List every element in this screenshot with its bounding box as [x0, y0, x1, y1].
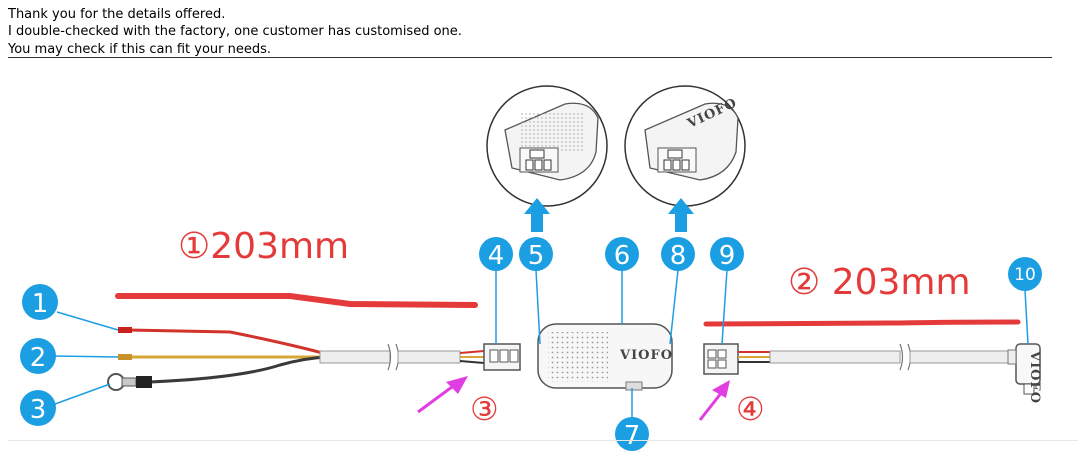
measure-line-right — [703, 319, 1021, 327]
bottom-divider — [8, 440, 1078, 441]
svg-text:6: 6 — [614, 241, 631, 271]
svg-text:4: 4 — [488, 241, 505, 271]
arrow-up-right-icon — [668, 198, 694, 232]
badge-9: 9 — [710, 237, 744, 271]
module-brand: VIOFO — [619, 348, 673, 363]
pointer-label-right: ④ — [736, 390, 765, 428]
measure-line-left — [115, 293, 478, 308]
badge-8: 8 — [661, 237, 695, 271]
pointer-arrow-left-icon — [417, 376, 468, 414]
svg-text:8: 8 — [670, 241, 687, 271]
length-left-label: ①203mm — [178, 226, 349, 267]
message-line-2: I double-checked with the factory, one c… — [8, 24, 462, 39]
svg-text:3: 3 — [30, 395, 47, 425]
svg-text:5: 5 — [528, 241, 545, 271]
power-wires — [118, 327, 331, 384]
svg-text:7: 7 — [624, 421, 641, 451]
svg-text:1: 1 — [32, 289, 49, 319]
length-right-label: ② 203mm — [788, 262, 971, 303]
cable-left — [319, 343, 485, 371]
leader-lines — [54, 269, 1029, 418]
pointer-arrow-right-icon — [698, 380, 730, 421]
badge-4: 4 — [479, 237, 513, 271]
cable-right — [769, 343, 1017, 371]
svg-text:10: 10 — [1014, 265, 1036, 285]
arrow-up-left-icon — [524, 198, 550, 232]
plug-brand: VIOFO — [1027, 350, 1042, 404]
svg-text:2: 2 — [30, 343, 47, 373]
connector-left — [483, 343, 521, 371]
message-line-3: You may check if this can fit your needs… — [8, 42, 272, 57]
message-line-1: Thank you for the details offered. — [8, 7, 226, 22]
pointer-label-left: ③ — [470, 390, 499, 428]
svg-text:9: 9 — [719, 241, 736, 271]
badge-6: 6 — [605, 237, 639, 271]
separator-line — [8, 57, 1052, 58]
badge-1: 1 — [22, 284, 58, 320]
badge-2: 2 — [20, 338, 56, 374]
ring-terminal — [107, 373, 152, 391]
zoom-callout-left — [486, 85, 608, 207]
hardwire-module — [537, 323, 673, 391]
badge-10: 10 — [1008, 257, 1042, 291]
badge-5: 5 — [519, 237, 553, 271]
right-angle-plug — [1007, 343, 1041, 395]
zoom-callout-right — [624, 85, 746, 207]
badge-7: 7 — [615, 417, 649, 451]
connector-right — [703, 343, 770, 375]
badge-3: 3 — [20, 390, 56, 426]
